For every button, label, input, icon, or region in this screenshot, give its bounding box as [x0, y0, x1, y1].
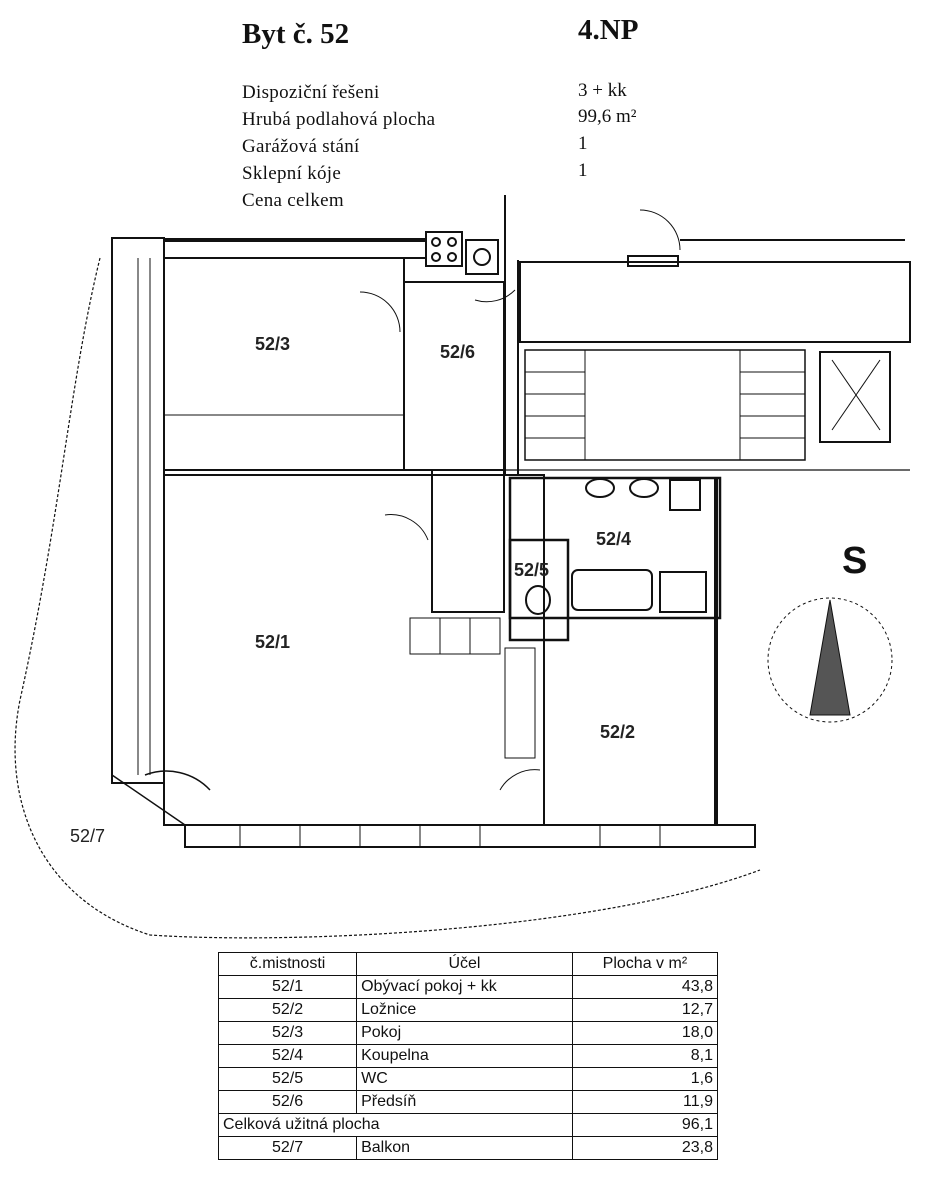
room-52-6 — [403, 281, 505, 471]
elevator — [819, 351, 891, 443]
floor-plan: 52/3 52/6 52/4 52/5 52/1 52/2 52/7 — [14, 195, 911, 939]
table-row: 52/1 Obývací pokoj + kk 43,8 — [217, 975, 719, 999]
header-area: Plocha v m² — [571, 952, 719, 976]
balcony-door — [111, 770, 211, 826]
cell-purpose: Obývací pokoj + kk — [356, 975, 573, 999]
balcony-outline — [14, 257, 761, 939]
room-label-52-1: 52/1 — [255, 632, 290, 652]
cell-area: 23,8 — [571, 1136, 719, 1160]
cell-area: 11,9 — [571, 1090, 719, 1114]
stove-icon — [425, 231, 463, 267]
north-arrow-icon — [809, 599, 851, 716]
cell-purpose: Koupelna — [356, 1044, 573, 1068]
info-label-disposition: Dispoziční řešeni — [242, 82, 380, 103]
info-label-gross-area: Hrubá podlahová plocha — [242, 109, 436, 130]
room-label-52-4: 52/4 — [596, 529, 631, 549]
room-label-52-2: 52/2 — [600, 722, 635, 742]
toilet-icon — [525, 585, 551, 615]
cell-area: 1,6 — [571, 1067, 719, 1091]
header-room-number: č.mistnosti — [217, 952, 358, 976]
table-row: 52/2 Ložnice 12,7 — [217, 998, 719, 1022]
table-row: 52/4 Koupelna 8,1 — [217, 1044, 719, 1068]
sink-icon — [465, 239, 499, 275]
cell-purpose: Ložnice — [356, 998, 573, 1022]
info-label-cellar: Sklepní kóje — [242, 163, 342, 184]
cell-purpose: WC — [356, 1067, 573, 1091]
room-label-52-7: 52/7 — [70, 826, 105, 846]
cell-area: 12,7 — [571, 998, 719, 1022]
cell-room-number: 52/1 — [217, 975, 358, 999]
cell-room-number: 52/4 — [217, 1044, 358, 1068]
staircase — [524, 349, 806, 461]
cell-room-number: 52/5 — [217, 1067, 358, 1091]
cell-total-label: Celková užitná plocha — [218, 1113, 573, 1137]
cell-room-number: 52/3 — [217, 1021, 358, 1045]
cell-room-number: 52/2 — [217, 998, 358, 1022]
info-value-cellar: 1 — [578, 160, 588, 181]
cell-total-area: 96,1 — [571, 1113, 719, 1137]
info-value-disposition: 3 + kk — [578, 80, 627, 101]
corridor-block — [519, 261, 911, 343]
table-row: 52/3 Pokoj 18,0 — [217, 1021, 719, 1045]
table-total-row: Celková užitná plocha 96,1 — [218, 1113, 719, 1137]
table-header-row: č.mistnosti Účel Plocha v m² — [217, 952, 719, 976]
shower — [659, 571, 707, 613]
cell-purpose: Pokoj — [356, 1021, 573, 1045]
room-52-1 — [163, 474, 545, 826]
info-value-garage: 1 — [578, 133, 588, 154]
info-label-price: Cena celkem — [242, 190, 344, 211]
cell-area: 18,0 — [571, 1021, 719, 1045]
table-row: 52/5 WC 1,6 — [217, 1067, 719, 1091]
table-row: 52/7 Balkon 23,8 — [217, 1136, 719, 1160]
cell-purpose: Předsíň — [356, 1090, 573, 1114]
room-52-3 — [163, 257, 405, 471]
room-52-5 — [508, 538, 570, 642]
north-label: S — [842, 540, 868, 582]
cell-room-number: 52/6 — [217, 1090, 358, 1114]
room-label-52-3: 52/3 — [255, 334, 290, 354]
cell-area: 43,8 — [571, 975, 719, 999]
floor-label: 4.NP — [578, 14, 639, 46]
cell-purpose: Balkon — [356, 1136, 573, 1160]
cell-room-number: 52/7 — [217, 1136, 358, 1160]
apartment-title: Byt č. 52 — [242, 18, 350, 50]
room-area-table: č.mistnosti Účel Plocha v m² 52/1 Obývac… — [217, 952, 719, 1160]
info-value-gross-area: 99,6 m² — [578, 106, 637, 127]
bathtub — [571, 569, 653, 611]
header-purpose: Účel — [356, 952, 573, 976]
room-label-52-6: 52/6 — [440, 342, 475, 362]
bottom-facade-wall — [184, 824, 756, 848]
room-label-52-5: 52/5 — [514, 560, 549, 580]
cell-area: 8,1 — [571, 1044, 719, 1068]
north-compass — [767, 597, 893, 723]
table-row: 52/6 Předsíň 11,9 — [217, 1090, 719, 1114]
info-label-garage: Garážová stání — [242, 136, 360, 157]
